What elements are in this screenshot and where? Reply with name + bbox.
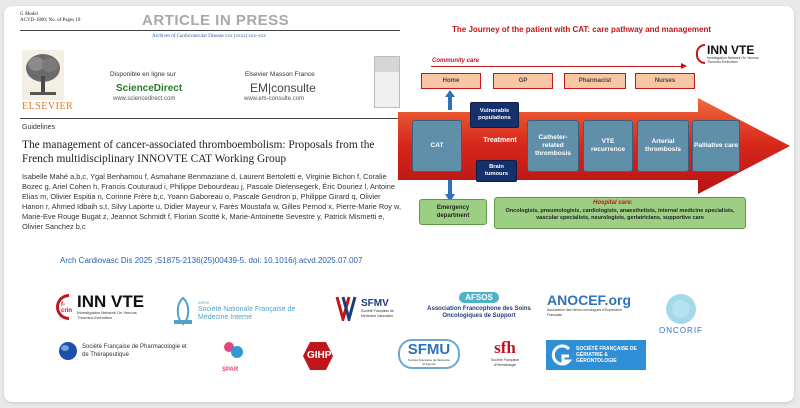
snfmi-logo: SNFMI Société Nationale Française de Méd… <box>172 296 306 326</box>
down-arrow-icon <box>445 180 455 202</box>
step-treatment: Treatment <box>483 137 517 144</box>
spar-wordmark: SPAR <box>222 367 239 373</box>
innovte-wordmark: INN VTE <box>77 292 145 311</box>
crin-bracket-icon <box>56 293 69 320</box>
gihp-wordmark: GIHP <box>307 350 332 361</box>
elsevier-tree-logo <box>22 50 64 100</box>
innovte-wordmark: INN VTE <box>707 43 755 57</box>
community-nurses: Nurses <box>635 73 695 89</box>
innovte-logo: f-crin INN VTE INvestigation Network On … <box>56 293 153 320</box>
anocef-subtitle: Association des Neuro-oncologues d'Expre… <box>547 308 622 317</box>
vulnerable-populations-box: Vulnerable populations <box>470 102 519 128</box>
community-care-arrow <box>431 66 683 67</box>
sciencedirect-link[interactable]: ScienceDirect <box>116 83 183 94</box>
emergency-department-box: Emergency department <box>419 199 487 225</box>
crin-label: f-crin <box>61 301 73 314</box>
sfgg-logo: SOCIÉTÉ FRANÇAISE DE GÉRIATRIE & GÉRONTO… <box>546 340 646 370</box>
article-in-press-banner: ARTICLE IN PRESS <box>142 12 290 29</box>
section-label: Guidelines <box>22 124 56 131</box>
sfmu-wordmark: SFMU <box>407 341 451 358</box>
sfgg-name: SOCIÉTÉ FRANÇAISE DE GÉRIATRIE & GÉRONTO… <box>576 346 637 364</box>
spar-logo: SPAR <box>222 340 244 373</box>
sfmu-subtitle: Société Française de Médecine d'Urgence <box>407 358 451 366</box>
afsos-logo: AFSOS Association Francophone des Soins … <box>424 292 534 320</box>
oncorif-emblem-icon <box>666 294 696 324</box>
emconsulte-logo: EM|consulte <box>250 81 316 95</box>
community-home: Home <box>421 73 481 89</box>
step-arterial-thrombosis: Arterial thrombosis <box>637 120 689 172</box>
sfpt-name: Société Française de Pharmacologie et de… <box>82 344 187 358</box>
disponible-label: Disponible en ligne sur <box>110 71 176 78</box>
innovte-logo-top: INN VTE Investigation Network On Venous … <box>696 44 769 64</box>
emconsulte-url[interactable]: www.em-consulte.com <box>244 96 305 102</box>
sfgg-emblem-icon <box>551 344 573 366</box>
step-catheter-related-thrombosis: Catheter-related thrombosis <box>527 120 579 172</box>
citation-doi[interactable]: Arch Cardiovasc Dis 2025 ;S1875-2136(25)… <box>60 256 363 265</box>
author-list: Isabelle Mahé a,b,c, Ygal Benhamou f, As… <box>22 172 401 231</box>
community-arrow-head-icon <box>681 63 687 69</box>
sfmv-logo: SFMV Société Française de Médecine Vascu… <box>335 295 405 321</box>
masson-label: Elsevier Masson France <box>245 71 315 78</box>
hospital-care-label: Hospital care: <box>593 200 633 206</box>
snfmi-emblem-icon <box>174 296 192 326</box>
community-care-label: Community care <box>432 58 480 64</box>
gmodel-line: G Model <box>20 12 38 17</box>
afsos-wordmark: AFSOS <box>459 292 499 303</box>
header-rule <box>20 30 400 31</box>
oncorif-logo: ONCORIF <box>656 292 706 335</box>
sciencedirect-url[interactable]: www.sciencedirect.com <box>113 96 176 102</box>
sfpt-globe-icon <box>59 342 77 360</box>
sfh-wordmark: sfh <box>494 338 516 357</box>
sfmv-subtitle: Société Française de Médecine Vasculaire <box>361 308 394 318</box>
elsevier-wordmark: ELSEVIER <box>22 101 74 112</box>
anocef-wordmark: ANOCEF.org <box>547 292 631 308</box>
step-vte-recurrence: VTE recurrence <box>583 120 633 172</box>
innovte-subtitle: Investigation Network On Venous Thrombo-… <box>707 56 759 64</box>
gihp-hexagon-icon <box>303 342 333 370</box>
sfpt-logo: Société Française de Pharmacologie et de… <box>58 341 190 361</box>
sfh-logo: sfh Société Française d'Hématologie <box>483 338 527 368</box>
infographic-title: The Journey of the patient with CAT: car… <box>452 25 712 34</box>
hospital-care-text: Oncologists, pneumologists, cardiologist… <box>505 208 735 221</box>
sfmv-emblem-icon <box>335 296 357 321</box>
spar-emblem-icon <box>224 342 243 358</box>
snfmi-name: Société Nationale Française de Médecine … <box>198 305 296 321</box>
sfh-subtitle: Société Française d'Hématologie <box>490 358 519 367</box>
step-cat: CAT <box>412 120 462 172</box>
step-palliative-care: Palliative care <box>692 120 740 172</box>
journal-line: Archives of Cardiovascular Disease xxx (… <box>152 34 266 39</box>
community-gp: GP <box>493 73 553 89</box>
anocef-logo: ANOCEF.org Association des Neuro-oncolog… <box>547 292 631 318</box>
afsos-name: Association Francophone des Soins Oncolo… <box>427 306 531 319</box>
sfmv-wordmark: SFMV <box>361 297 389 309</box>
crin-bracket-icon <box>696 44 705 64</box>
oncorif-wordmark: ONCORIF <box>659 326 703 335</box>
brain-tumours-box: Brain tumours <box>476 160 517 182</box>
section-rule <box>20 118 400 119</box>
pages-line: ACVD-1800; No. of Pages 10 <box>20 18 81 23</box>
gmodel-label: G Model ACVD-1800; No. of Pages 10 <box>20 12 80 24</box>
community-pharmacist: Pharmacist <box>564 73 626 89</box>
sfmu-logo: SFMU Société Française de Médecine d'Urg… <box>398 339 460 369</box>
gihp-logo: GIHP <box>302 341 334 371</box>
innovte-subtitle: INvestigation Network On Venous Thrombo-… <box>77 310 137 320</box>
hospital-care-box <box>494 197 746 229</box>
snfmi-abbr: SNFMI <box>198 300 209 305</box>
journal-cover-thumbnail <box>374 56 400 108</box>
up-arrow-icon <box>445 90 455 110</box>
article-title: The management of cancer-associated thro… <box>22 139 375 165</box>
